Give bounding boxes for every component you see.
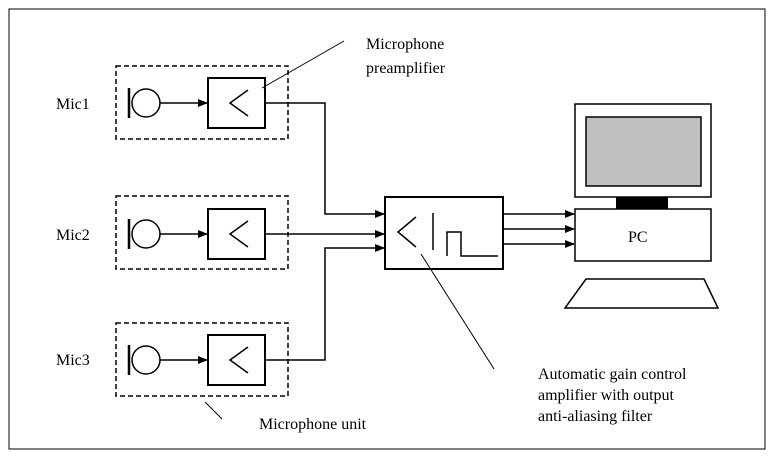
signal-line-mic3 [288, 244, 385, 361]
agc-filter-block [384, 196, 504, 270]
microphone-icon [131, 219, 161, 249]
preamplifier-block [207, 77, 266, 129]
agc-block [384, 196, 504, 270]
leader-line-preamplifier [261, 40, 345, 89]
pc-label: PC [628, 229, 648, 246]
mic-unit-annotation: Microphone unit [259, 416, 367, 433]
agc-annotation-line2: amplifier with output [538, 387, 675, 404]
mic-unit-3: Mic3 [56, 322, 289, 397]
diagram-frame [8, 8, 766, 450]
signal-line-mic1 [288, 102, 385, 218]
amplifier-symbol-icon [228, 220, 249, 248]
preamplifier-annotation-line2: preamplifier [366, 60, 446, 77]
agc-annotation-line3: anti-aliasing filter [538, 408, 653, 425]
mic-unit-border [115, 195, 289, 270]
keyboard [563, 278, 720, 309]
amplifier-symbol-icon [228, 89, 249, 117]
mic-label: Mic2 [56, 227, 90, 244]
leader-line-agc [420, 253, 495, 370]
mic-label: Mic1 [56, 96, 90, 113]
monitor-stand [616, 197, 668, 209]
amplifier-symbol-icon [396, 216, 417, 248]
mic-unit-2: Mic2 [56, 195, 289, 270]
microphone-icon [131, 88, 161, 118]
preamplifier-block [207, 334, 266, 386]
mic-unit-1: Mic1 [56, 65, 289, 140]
preamplifier-annotation-line1: Microphone [366, 36, 444, 53]
amplifier-symbol-icon [228, 346, 249, 374]
monitor-screen [585, 116, 702, 187]
preamplifier-block [207, 208, 266, 260]
agc-annotation-line1: Automatic gain control [538, 366, 687, 383]
lowpass-filter-icon [446, 231, 498, 257]
leader-line-mic-unit [204, 401, 223, 420]
microphone-icon [131, 345, 161, 375]
mic-label: Mic3 [56, 352, 90, 369]
pc-computer-icon: PC [563, 103, 720, 309]
pc-case [574, 208, 712, 262]
